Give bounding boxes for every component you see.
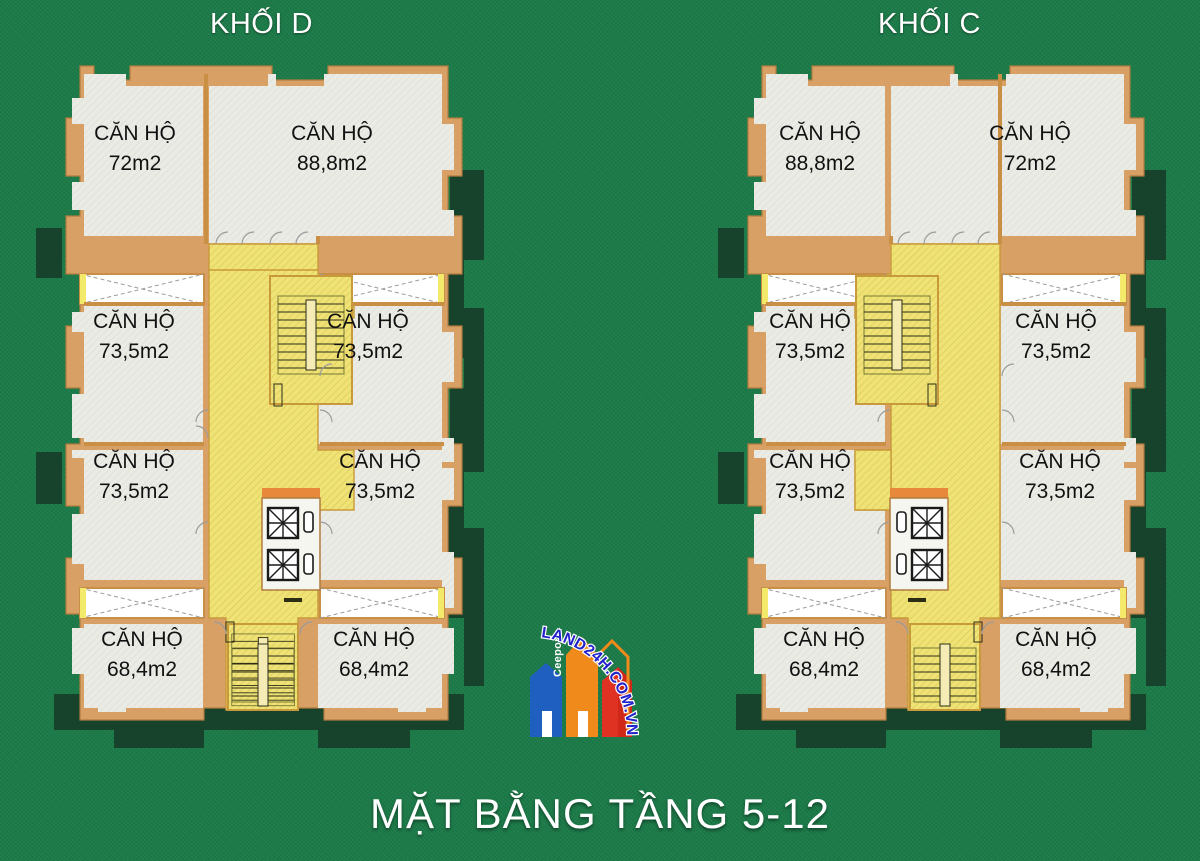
elevator-cab-1 [266, 506, 314, 540]
ceeport-brand-label: Ceeport [552, 633, 564, 677]
watermark-logo: Ceeport LAND24H.COM.VN [508, 615, 668, 755]
room-lower-mid-left [754, 450, 885, 580]
unit-label: CĂN HỘ [783, 628, 865, 651]
elevator-core [261, 488, 321, 602]
stairwell-lower [909, 621, 983, 711]
unit-label: CĂN HỘ [989, 122, 1071, 145]
room-bottom-left [754, 624, 885, 712]
unit-area: 73,5m2 [99, 480, 169, 503]
elevator-cab-2 [266, 548, 314, 582]
block-title-d: KHỐI D [210, 8, 313, 40]
unit-area: 73,5m2 [775, 340, 845, 363]
unit-area: 73,5m2 [345, 480, 415, 503]
unit-label: CĂN HỘ [101, 628, 183, 651]
unit-label: CĂN HỘ [93, 310, 175, 333]
unit-area: 73,5m2 [1021, 340, 1091, 363]
unit-label: CĂN HỘ [93, 450, 175, 473]
unit-label: CĂN HỘ [779, 122, 861, 145]
elevator-cab-1 [896, 506, 944, 540]
unit-label: CĂN HỘ [327, 310, 409, 333]
room-lower-mid-left [72, 450, 203, 580]
elevator-cab-2 [896, 548, 944, 582]
apartment-floors [754, 74, 1136, 712]
floor-plan-block-c: CĂN HỘ 88,8m2 CĂN HỘ 72m2 CĂN HỘ 73,5m2 … [700, 58, 1180, 758]
unit-label: CĂN HỘ [94, 122, 176, 145]
unit-area: 73,5m2 [1025, 480, 1095, 503]
room-top-left [72, 74, 203, 236]
unit-area: 68,4m2 [789, 658, 859, 681]
room-bottom-right [1000, 624, 1136, 712]
floor-plan-block-d: CĂN HỘ 72m2 CĂN HỘ 88,8m2 CĂN HỘ 73,5m2 … [18, 58, 498, 758]
door-swings [877, 231, 1015, 635]
stairwell-upper [855, 275, 939, 407]
unit-label: CĂN HỘ [291, 122, 373, 145]
unit-area: 73,5m2 [99, 340, 169, 363]
unit-labels: CĂN HỘ 72m2 CĂN HỘ 88,8m2 CĂN HỘ 73,5m2 … [93, 122, 421, 681]
room-top-left [754, 74, 1000, 268]
room-upper-mid-left [754, 306, 885, 444]
unit-label: CĂN HỘ [339, 450, 421, 473]
plan-title: MẶT BẰNG TẦNG 5-12 [370, 790, 830, 837]
room-bottom-left [72, 624, 203, 712]
room-lower-mid-right [1000, 450, 1136, 608]
light-wells [761, 273, 1127, 619]
unit-label: CĂN HỘ [1015, 628, 1097, 651]
room-top-right [209, 74, 454, 268]
block-c-drawing: CĂN HỘ 88,8m2 CĂN HỘ 72m2 CĂN HỘ 73,5m2 … [718, 65, 1166, 748]
door-swings [195, 231, 333, 635]
room-bottom-right [318, 624, 454, 712]
ceeport-logo-icon [530, 637, 632, 737]
stairwell-upper [269, 275, 353, 407]
block-title-c: KHỐI C [878, 8, 981, 40]
unit-area: 88,8m2 [297, 152, 367, 175]
elevator-core [889, 488, 949, 602]
unit-area: 68,4m2 [1021, 658, 1091, 681]
unit-label: CĂN HỘ [1015, 310, 1097, 333]
unit-area: 88,8m2 [785, 152, 855, 175]
unit-label: CĂN HỘ [1019, 450, 1101, 473]
block-d-drawing: CĂN HỘ 72m2 CĂN HỘ 88,8m2 CĂN HỘ 73,5m2 … [36, 65, 484, 748]
unit-area: 73,5m2 [333, 340, 403, 363]
unit-label: CĂN HỘ [769, 310, 851, 333]
unit-area: 72m2 [1004, 152, 1057, 175]
unit-area: 73,5m2 [775, 480, 845, 503]
unit-area: 68,4m2 [339, 658, 409, 681]
stairwell-lower [225, 621, 299, 711]
room-upper-mid-left [72, 306, 203, 444]
unit-label: CĂN HỘ [769, 450, 851, 473]
unit-area: 68,4m2 [107, 658, 177, 681]
room-top-right [891, 74, 1136, 236]
unit-label: CĂN HỘ [333, 628, 415, 651]
room-upper-mid-right [1000, 306, 1136, 462]
unit-labels: CĂN HỘ 88,8m2 CĂN HỘ 72m2 CĂN HỘ 73,5m2 … [769, 122, 1101, 681]
unit-area: 72m2 [109, 152, 162, 175]
